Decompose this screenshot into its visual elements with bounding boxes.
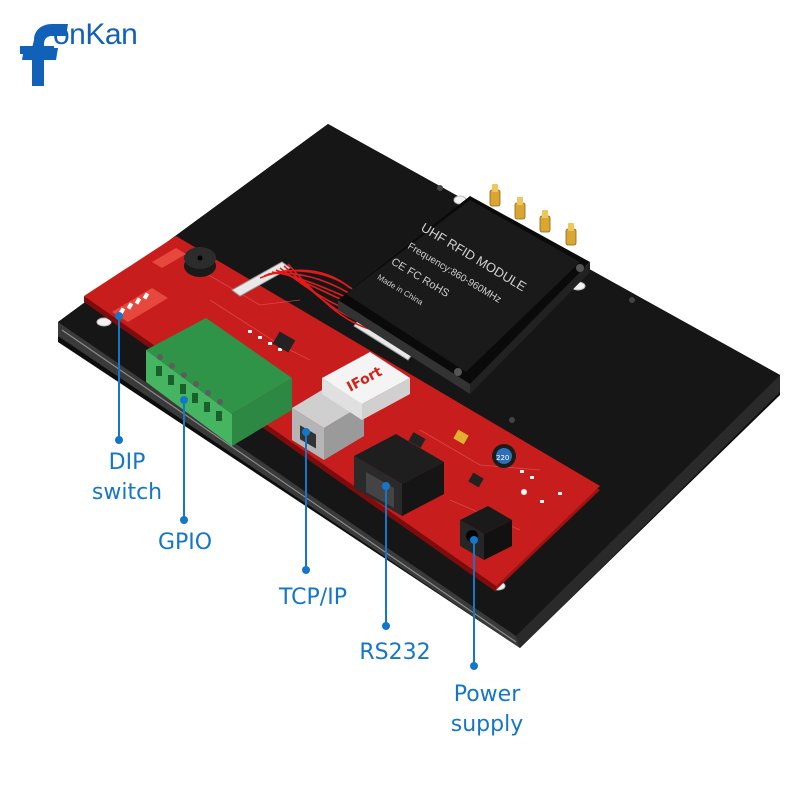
dip-switch-label-line2: switch [91, 480, 163, 505]
brand-logo-text: onKan [53, 18, 138, 51]
inductor: 220 [492, 444, 516, 468]
brand-logo [20, 24, 68, 86]
callout-dots [115, 312, 478, 670]
power-supply-label: Power supply [432, 680, 542, 740]
inductor-label: 220 [496, 454, 509, 462]
gpio-label: GPIO [157, 530, 213, 555]
callout-lines [118, 316, 475, 664]
dip-switch-label-line1: DIP [108, 450, 146, 475]
power-supply-label-line1: Power [453, 682, 521, 707]
rs232-label: RS232 [359, 640, 431, 665]
power-supply-label-line2: supply [450, 712, 524, 737]
rs232-connector [354, 434, 444, 516]
network-module: IFort [322, 352, 410, 420]
dip-switch [112, 248, 186, 322]
buzzer [184, 247, 216, 277]
uhf-rfid-module: UHF RFID MODULE Frequency:860-960MHz CE … [338, 184, 590, 394]
tcpip-label: TCP/IP [279, 585, 347, 610]
dip-switch-label: DIP switch [72, 448, 182, 508]
gpio-terminal-block [146, 318, 292, 446]
